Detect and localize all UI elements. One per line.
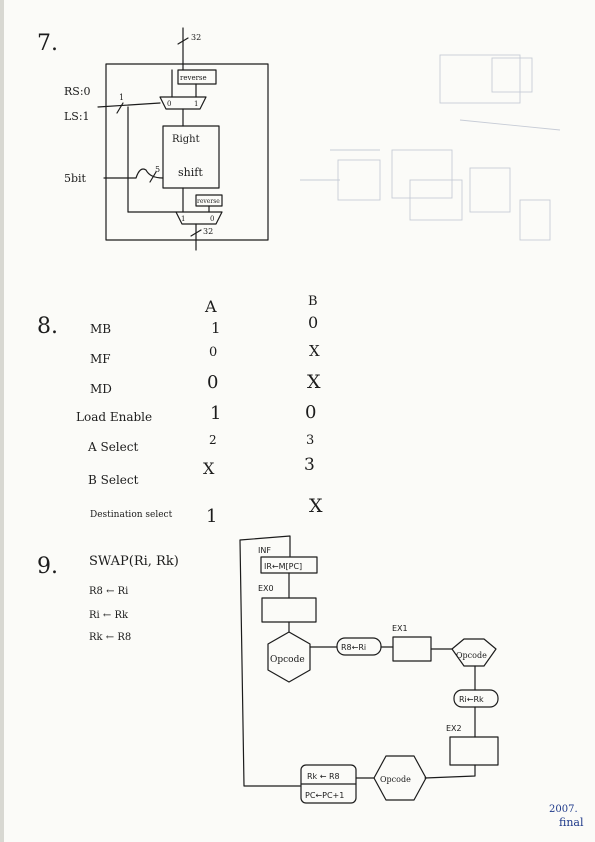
q9-opcode-3-text: Opcode	[380, 775, 411, 784]
q8-row-label: B Select	[88, 473, 139, 487]
q9-ex2-label: EX2	[446, 724, 462, 733]
q8-row-b: X	[309, 342, 320, 360]
q9-oval-2-text: Ri←Rk	[459, 695, 484, 704]
q9-ex1-label: EX1	[392, 624, 408, 633]
q7-shift-tick	[149, 171, 157, 183]
q8-row-a: 0	[207, 372, 218, 393]
q9-inf-box-text: IR←M[PC]	[264, 562, 302, 571]
q8-row-label: Destination select	[90, 510, 173, 520]
q8-row-b: 3	[304, 455, 315, 475]
q8-row-b: 0	[308, 313, 318, 332]
q9-oval-1-text: R8←Ri	[341, 643, 366, 652]
q9-opcode-2-text: Opcode	[456, 651, 487, 660]
q9-opcode-2	[451, 638, 497, 667]
q8-row-label: MD	[90, 382, 112, 396]
q9-step: Ri ← Rk	[89, 610, 129, 621]
q8-row-b: X	[307, 371, 321, 393]
q7-rs-label: RS:0	[64, 85, 91, 98]
page-edge-shadow	[0, 0, 4, 842]
footer-year: 2007.	[549, 804, 578, 815]
q8-row-a: 1	[210, 403, 221, 424]
q7-shifter-line2: shift	[178, 166, 203, 179]
q9-ex1-box	[392, 636, 432, 662]
q8-row-a: 1	[206, 506, 217, 527]
q7-mux-bottom-0: 0	[210, 215, 214, 223]
q7-reverse-bottom-label: reverse	[197, 198, 220, 205]
q8-row-b: 3	[306, 433, 314, 448]
q7-right-shifter	[162, 125, 220, 189]
q7-bus-tick-top	[177, 37, 189, 45]
q8-row-b: X	[309, 495, 323, 517]
q9-return-loop	[239, 535, 301, 787]
q7-number: 7.	[37, 31, 58, 56]
q8-row-a: 1	[211, 319, 221, 337]
q9-oval-2	[453, 689, 499, 708]
q9-opcode-1	[267, 631, 311, 683]
q7-bus-width-bottom: 32	[203, 227, 213, 236]
q7-ls-control-wire	[97, 102, 161, 108]
q7-bus-tick-bottom	[190, 229, 202, 237]
q7-ls-label: LS:1	[64, 110, 90, 123]
q8-row-a: 0	[209, 345, 217, 360]
q8-row-a: 2	[209, 433, 217, 447]
q9-step: R8 ← Ri	[89, 586, 128, 597]
q9-wire-ex2-op3	[424, 764, 476, 779]
q9-opcode-3	[373, 755, 427, 801]
q9-ex0-box	[261, 597, 317, 623]
q7-wire-width-1: 1	[119, 93, 124, 102]
q9-inf-label: INF	[258, 546, 271, 555]
q7-mux-top	[159, 96, 207, 110]
q7-mux-bottom-1: 1	[181, 215, 185, 223]
q9-title: SWAP(Ri, Rk)	[89, 554, 179, 569]
footer-tag: final	[559, 816, 584, 829]
q7-mux-top-1: 1	[194, 100, 198, 108]
q8-column-a: A	[204, 297, 217, 316]
q9-final-line2: PC←PC+1	[305, 791, 344, 800]
q7-shift-amount-wire	[103, 168, 164, 179]
bleed-through-marks	[300, 54, 561, 241]
q9-number: 9.	[37, 554, 58, 579]
q7-reverse-top-label: reverse	[180, 74, 207, 82]
question-7: 7. 32 reverse 0 1 RS:0 LS:1 1	[37, 27, 269, 251]
q7-outer-frame	[105, 63, 269, 241]
q7-ls-tick	[116, 102, 124, 114]
question-8: 8. A B MB 1 0 MF 0 X MD 0 X Load Enable …	[37, 294, 323, 527]
q7-shifter-line1: Right	[172, 134, 200, 145]
q7-reverse-top-box	[177, 69, 217, 85]
q8-number: 8.	[37, 314, 58, 339]
q8-column-b: B	[308, 294, 318, 309]
footer-annotation: 2007. final	[549, 804, 584, 829]
q9-ex2-box	[449, 736, 499, 766]
q8-row-a: X	[203, 459, 215, 478]
q9-final-line1: Rk ← R8	[307, 772, 340, 781]
question-9: 9. SWAP(Ri, Rk) R8 ← Ri Ri ← Rk Rk ← R8 …	[37, 535, 499, 804]
q8-row-b: 0	[305, 402, 316, 423]
q9-opcode-1-text: Opcode	[270, 655, 305, 665]
q7-mux-top-0: 0	[167, 100, 171, 108]
q7-shift-amount-label: 5bit	[64, 172, 87, 185]
q8-row-label: MB	[90, 322, 111, 336]
q8-row-label: MF	[90, 352, 111, 366]
q7-bus-width-top: 32	[191, 33, 201, 42]
q8-row-label: Load Enable	[76, 410, 152, 424]
q9-ex0-label: EX0	[258, 584, 274, 593]
q9-step: Rk ← R8	[89, 632, 131, 643]
q7-wire-width-5: 5	[155, 165, 160, 174]
q8-row-label: A Select	[87, 440, 138, 454]
q7-mux-bottom	[175, 211, 223, 225]
